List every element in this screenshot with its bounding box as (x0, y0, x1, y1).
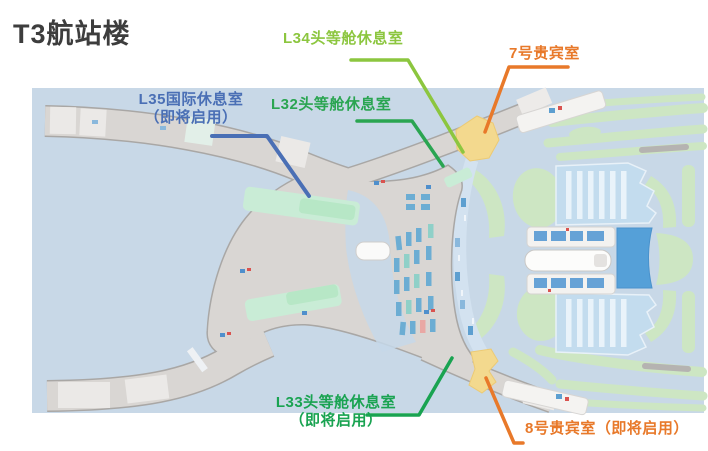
label-vip7-lounge: 7号贵宾室 (509, 45, 580, 62)
leader-l32 (355, 119, 445, 168)
map-markers (92, 120, 435, 337)
elevated-road-north (515, 90, 607, 133)
parking-structure-south (555, 292, 658, 356)
label-l35-lounge: L35国际休息室 （即将启用） (118, 91, 264, 127)
leader-l34 (349, 58, 465, 154)
label-l33-lounge: L33头等舱休息室 （即将启用） (258, 394, 414, 430)
label-l32-lounge: L32头等舱休息室 (271, 96, 392, 113)
leader-vip7 (483, 65, 570, 134)
terminal-roadway (453, 158, 494, 366)
terminal-segments (49, 87, 558, 411)
page-title: T3航站楼 (13, 19, 131, 49)
apm-station (355, 241, 391, 261)
water-pool (616, 227, 653, 289)
label-l33-line1: L33头等舱休息室 (275, 394, 397, 411)
leader-l33 (365, 356, 454, 417)
elevated-road-south (501, 379, 589, 416)
gate-stands (394, 194, 436, 336)
parking-structure-north (555, 162, 658, 226)
label-vip8-lounge: 8号贵宾室（即将启用） (525, 420, 689, 437)
leader-vip8 (484, 376, 525, 445)
ground-transport-center (524, 226, 693, 295)
landside-green-east (645, 165, 695, 353)
label-l34-lounge: L34头等舱休息室 (283, 30, 404, 47)
label-l33-line2: （即将启用） (289, 412, 383, 429)
leader-l35 (210, 134, 311, 198)
airside-green-strips (242, 167, 473, 322)
landside-green-crescents (468, 168, 568, 342)
leader-lines (210, 58, 570, 445)
vip8-lounge-area (468, 348, 499, 394)
label-l35-line1: L35国际休息室 (138, 91, 244, 108)
landside-roads-south (508, 345, 708, 412)
label-l35-line2: （即将启用） (144, 109, 238, 126)
